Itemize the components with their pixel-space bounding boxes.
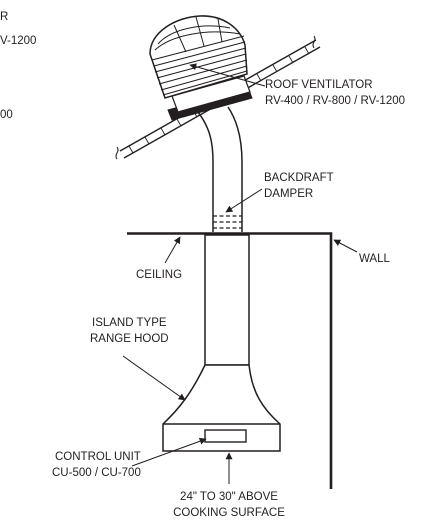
duct (197, 106, 243, 232)
range-hood-label: ISLAND TYPE (92, 317, 167, 329)
wall-label: WALL (359, 253, 390, 265)
cropped-label-top: R (0, 11, 8, 23)
island-range-hood (162, 364, 281, 452)
leader-arrows (122, 63, 358, 484)
cropped-label-models: V-1200 (0, 35, 36, 47)
roof-ventilator-models: RV-400 / RV-800 / RV-1200 (265, 95, 405, 107)
hood-stack (204, 234, 250, 366)
height-above-label: 24" TO 30" ABOVE (180, 491, 278, 503)
ceiling-label: CEILING (136, 269, 182, 281)
ceiling-and-wall (127, 232, 333, 489)
range-hood-label-2: RANGE HOOD (90, 333, 169, 345)
backdraft-damper-label-2: DAMPER (264, 188, 313, 200)
cooking-surface-label: COOKING SURFACE (173, 507, 285, 519)
cropped-label-lower: 00 (0, 109, 13, 121)
backdraft-damper-label: BACKDRAFT (264, 172, 334, 184)
roof-ventilator (149, 15, 253, 121)
control-unit-label: CONTROL UNIT (55, 451, 141, 463)
control-unit-models: CU-500 / CU-700 (52, 467, 141, 479)
roof-ventilator-label: ROOF VENTILATOR (265, 79, 373, 91)
backdraft-damper (213, 215, 242, 229)
